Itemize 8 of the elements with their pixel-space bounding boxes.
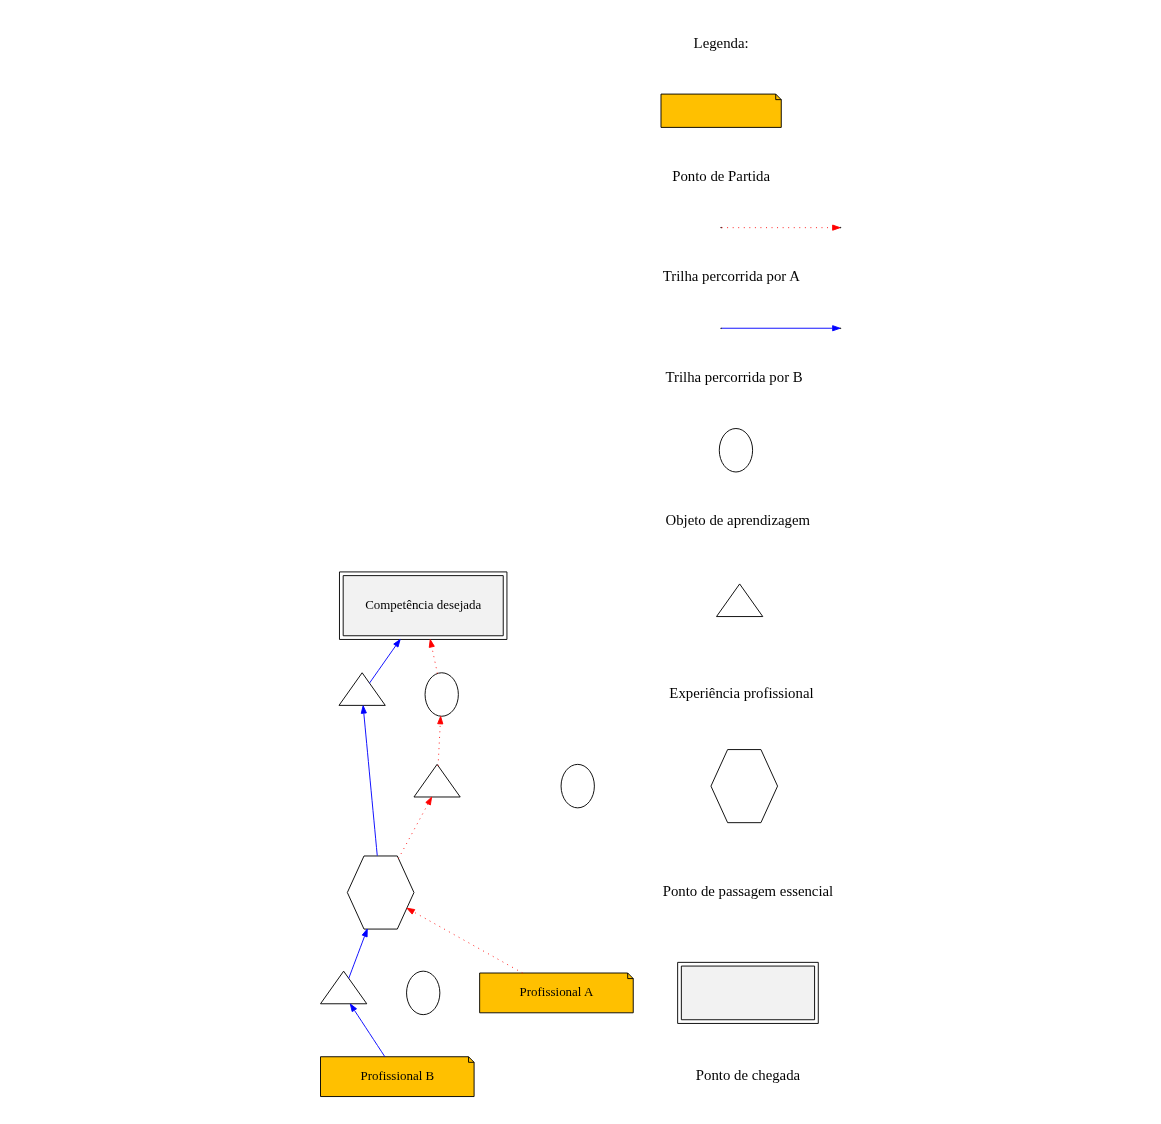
legend-label: Experiência profissional	[669, 685, 814, 702]
label: Legenda:	[693, 34, 749, 51]
legend-label: Trilha percorrida por A	[662, 268, 800, 285]
legend-label: Ponto de chegada	[695, 1067, 801, 1084]
legend-label: Ponto de passagem essencial	[662, 883, 834, 900]
legend-label: Ponto de Partida	[672, 167, 771, 184]
legend-label: Trilha percorrida por B	[665, 369, 803, 386]
legend-label: Objeto de aprendizagem	[665, 512, 811, 529]
